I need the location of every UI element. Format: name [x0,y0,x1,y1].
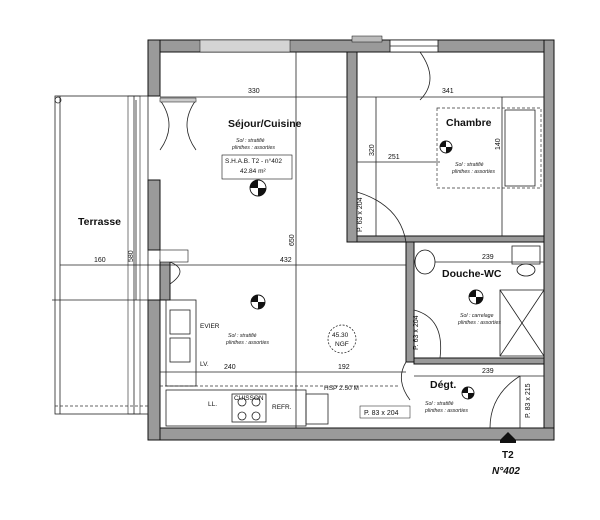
area-ngf-value: 45.30 [332,332,349,339]
dim-239a: 239 [482,254,494,261]
partition-sejour-chambre [346,51,358,243]
left-wall-lower [147,299,161,441]
dim-140: 140 [495,138,502,150]
partition-chambre-bottom [356,235,545,243]
lv-label: LV. [200,361,209,368]
partition-douche-bottom [413,357,545,365]
chambre-floor-note: Sol : stratifié [455,162,484,168]
terrasse-label: Terrasse [78,216,121,228]
dim-330: 330 [248,88,260,95]
dim-251: 251 [388,154,400,161]
bottom-wall [147,427,555,441]
door-p4: P. 63 x 204 [357,197,364,232]
right-wall [543,39,555,441]
degt-plinth-note: plinthes : assorties [424,408,468,414]
partition-douche-left [405,241,415,363]
sejour-floor-note: Sol : stratifié [236,138,265,144]
kitchen-counter [165,294,357,427]
dim-341: 341 [442,88,454,95]
sejour-plinth-note: plinthes : assorties [231,145,275,151]
terrasse [52,95,197,415]
degagement [359,361,521,429]
apartment-number: N°402 [492,466,520,477]
shab-label: S.H.A.B. T2 - n°402 [225,157,282,165]
left-wall-upper [147,39,161,97]
sejour-area: 42.84 m² [240,168,266,175]
dim-432: 432 [280,257,292,264]
dimension-lines [60,52,544,428]
dim-580: 580 [128,250,135,262]
walls [147,39,555,441]
kitchen-floor-note: Sol : stratifié [228,333,257,339]
dim-240: 240 [224,364,236,371]
door-p3: P. 63 x 204 [413,315,420,350]
douche-wc [413,245,545,359]
douche-label: Douche-WC [442,268,502,280]
entry-marker [500,432,516,443]
chambre-plinth-note: plinthes : assorties [451,169,495,175]
door-p1: P. 83 x 204 [364,410,399,417]
dim-239b: 239 [482,368,494,375]
apartment-type: T2 [502,450,514,461]
door-p2: P. 83 x 215 [525,383,532,418]
degt-label: Dégt. [430,379,456,391]
cuisson-label: CUISSON [234,395,264,402]
dim-650: 650 [289,234,296,246]
kitchen-plinth-note: plinthes : assorties [225,340,269,346]
ll-label: LL. [208,401,217,408]
left-wall-mid [147,179,161,251]
sejour [221,154,407,243]
refr-label: REFR. [272,404,292,411]
dim-320: 320 [369,144,376,156]
dim-192: 192 [338,364,350,371]
douche-floor-note: Sol : carrelage [460,313,494,319]
hsp-label: HSP 2.50 M [324,385,359,392]
dim-160: 160 [94,257,106,264]
chambre-label: Chambre [446,117,492,129]
bed-outline [436,107,542,189]
top-windows [199,35,439,53]
douche-plinth-note: plinthes : assorties [457,320,501,326]
kitchen-column [159,259,171,301]
sejour-label: Séjour/Cuisine [228,118,302,130]
chambre [419,51,542,189]
evier-label: EVIER [200,323,220,330]
ngf-label: NGF [335,341,349,348]
degt-floor-note: Sol : stratifié [425,401,454,407]
